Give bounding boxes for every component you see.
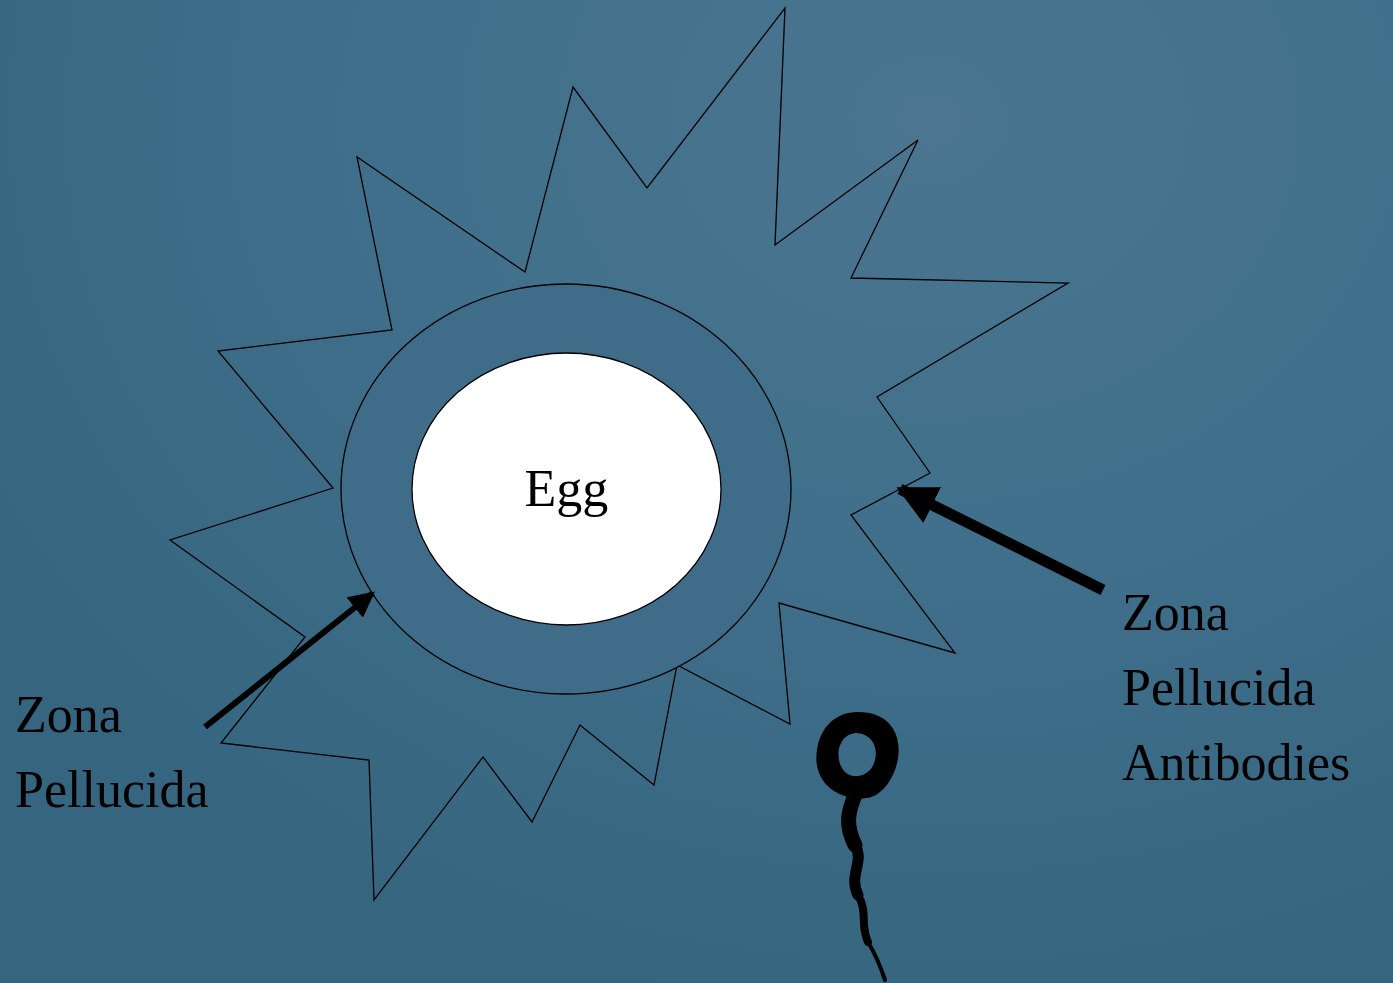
- leader-arrow: [900, 489, 1103, 590]
- node-label: Egg: [525, 460, 609, 517]
- sperm: [816, 712, 898, 980]
- structure-label: Zona Pellucida Antibodies: [1122, 575, 1388, 800]
- antibody-star: [170, 8, 1068, 900]
- zona-pellucida-ring: [341, 284, 791, 694]
- structure-label: Zona Pellucida: [15, 677, 277, 827]
- leader-arrow: [205, 593, 373, 727]
- egg-cell: Egg: [411, 352, 722, 626]
